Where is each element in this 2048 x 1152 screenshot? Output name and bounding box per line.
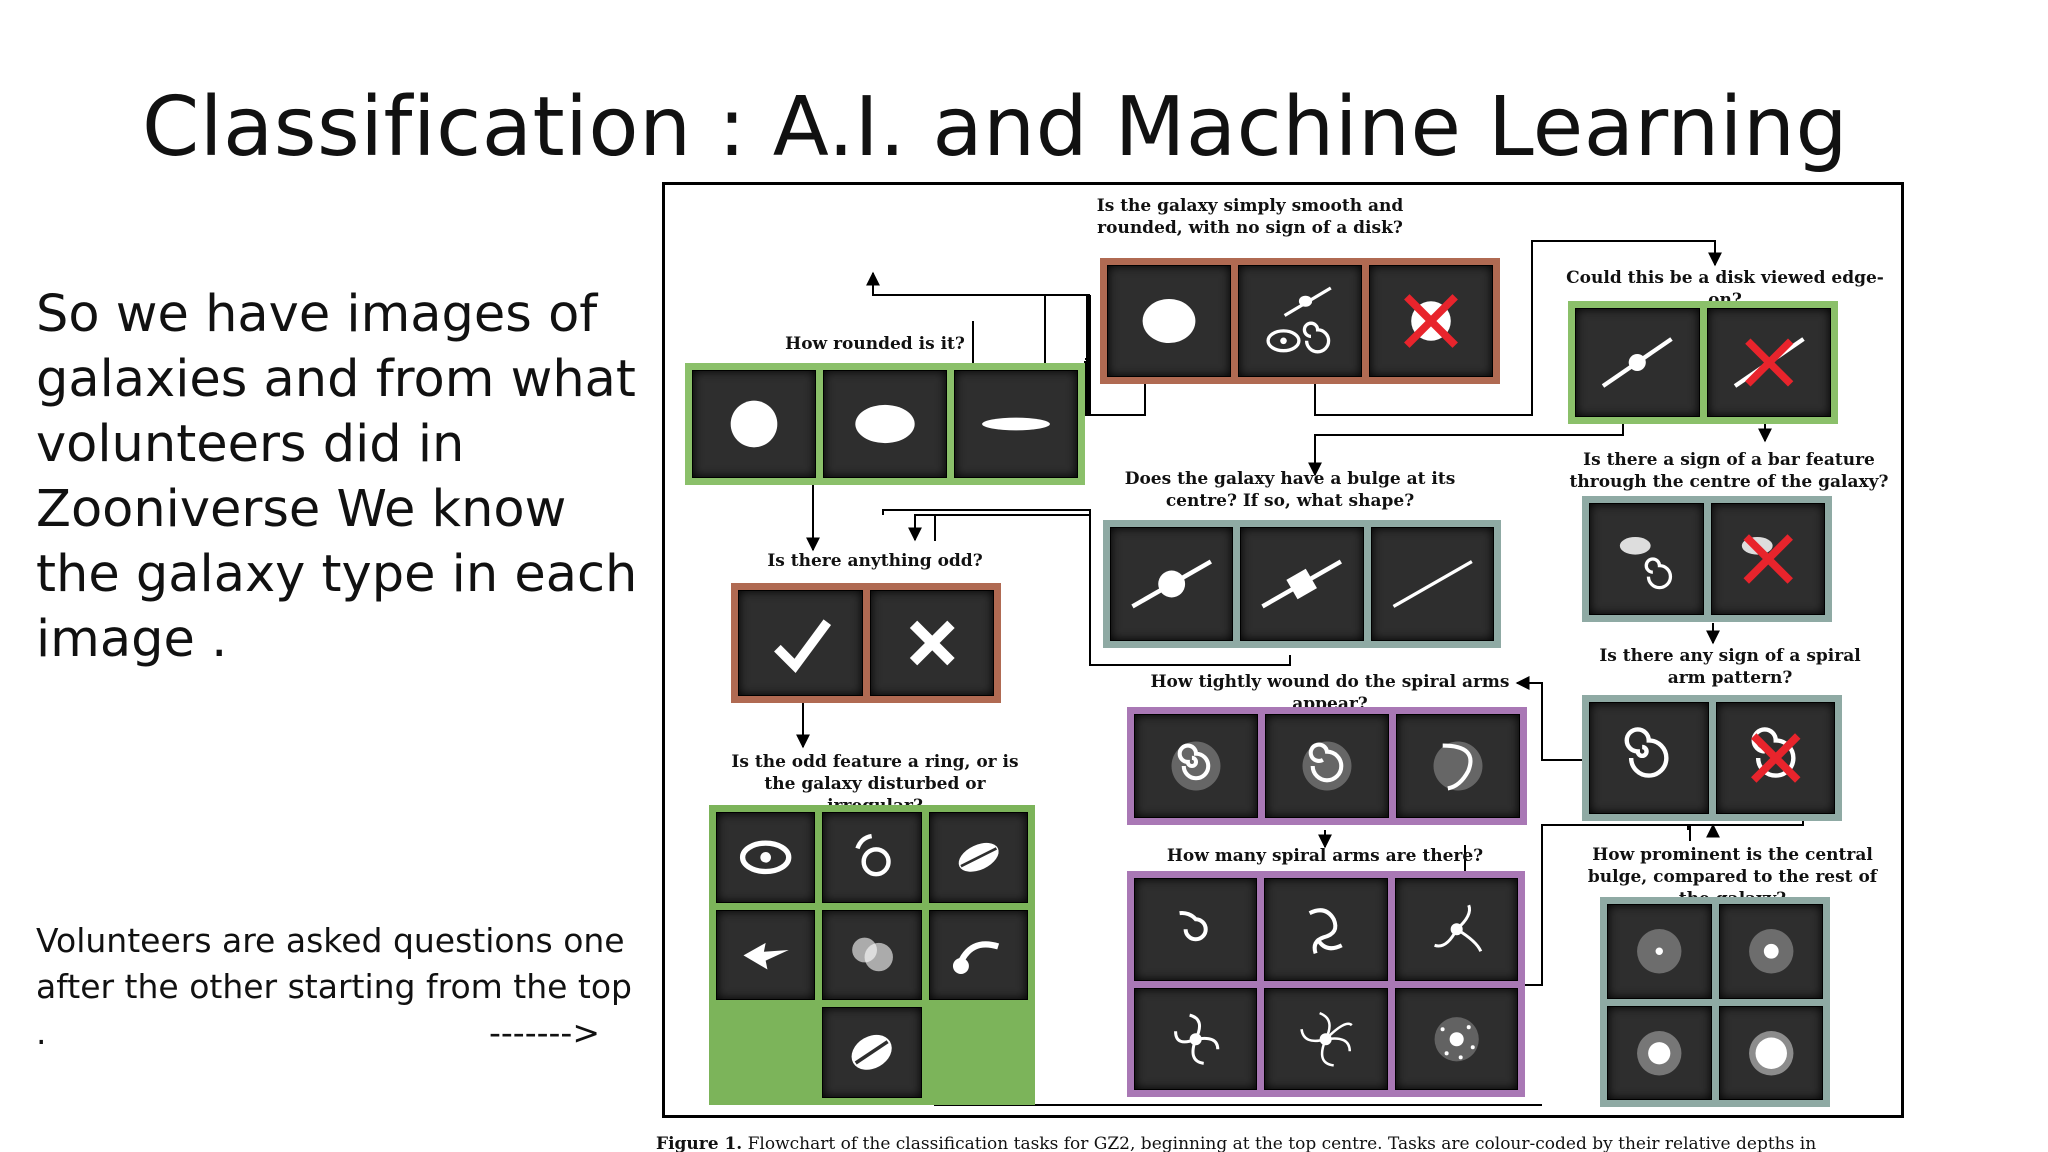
caption-text: Flowchart of the classification tasks fo… <box>748 1134 1817 1152</box>
bar-yes-tile[interactable] <box>1589 503 1704 615</box>
box-spiral <box>1582 695 1842 821</box>
arms-1-tile[interactable] <box>1134 878 1257 981</box>
odd-ring-tile[interactable] <box>716 812 815 903</box>
question-spiral: Is there any sign of a spiral arm patter… <box>1595 645 1865 689</box>
box-arms <box>1127 871 1525 1097</box>
odd-irregular-tile[interactable] <box>716 910 815 1001</box>
spiral-yes-tile[interactable] <box>1589 702 1709 814</box>
odd-lens-tile[interactable] <box>822 812 921 903</box>
box-wound <box>1127 707 1527 825</box>
bulge-none-tile[interactable] <box>1371 527 1494 641</box>
question-odd: Is there anything odd? <box>745 550 1005 572</box>
wound-loose-tile[interactable] <box>1396 714 1520 818</box>
odd-other-tile[interactable] <box>822 910 921 1001</box>
arms-cant-tell-tile[interactable] <box>1395 988 1518 1091</box>
box-odd <box>731 583 1001 703</box>
note-arrow: -------> <box>489 1010 600 1056</box>
box-odd-feature <box>709 805 1035 1105</box>
odd-feature-spacer <box>716 1007 815 1098</box>
odd-merger-tile[interactable] <box>929 910 1028 1001</box>
round-cigar-tile[interactable] <box>954 370 1078 478</box>
lead-text: So we have images of galaxies and from w… <box>36 282 656 672</box>
question-bar: Is there a sign of a bar feature through… <box>1558 449 1900 493</box>
wound-medium-tile[interactable] <box>1265 714 1389 818</box>
box-smooth <box>1100 258 1500 384</box>
flowchart-figure: Is the galaxy simply smooth and rounded,… <box>662 182 1904 1118</box>
odd-yes-tile[interactable] <box>738 590 863 696</box>
features-disk-tile[interactable] <box>1238 265 1362 377</box>
slide-title: Classification : A.I. and Machine Learni… <box>0 78 1990 178</box>
star-artifact-tile[interactable] <box>1369 265 1493 377</box>
bulge-rounded-tile[interactable] <box>1110 527 1233 641</box>
odd-dust-lane-tile[interactable] <box>822 1007 921 1098</box>
odd-feature-spacer-2 <box>929 1007 1028 1098</box>
edge-on-yes-tile[interactable] <box>1575 308 1700 417</box>
round-completely-tile[interactable] <box>692 370 816 478</box>
bulge-boxy-tile[interactable] <box>1240 527 1363 641</box>
figure-caption: Figure 1. Flowchart of the classificatio… <box>656 1134 2016 1152</box>
box-bar <box>1582 496 1832 622</box>
odd-no-tile[interactable] <box>870 590 995 696</box>
odd-disturbed-tile[interactable] <box>929 812 1028 903</box>
bulge-obvious-tile[interactable] <box>1607 1006 1712 1101</box>
question-rounded: How rounded is it? <box>765 333 985 355</box>
box-bulge-shape <box>1103 520 1501 648</box>
question-bulge-shape: Does the galaxy have a bulge at its cent… <box>1105 468 1475 512</box>
bulge-none-prominence-tile[interactable] <box>1607 904 1712 999</box>
note-text: Volunteers are asked questions one after… <box>36 918 636 1056</box>
arms-3-tile[interactable] <box>1395 878 1518 981</box>
arms-4-tile[interactable] <box>1134 988 1257 1091</box>
arms-more-than-4-tile[interactable] <box>1264 988 1387 1091</box>
bulge-noticeable-tile[interactable] <box>1719 904 1824 999</box>
round-in-between-tile[interactable] <box>823 370 947 478</box>
bar-no-tile[interactable] <box>1711 503 1826 615</box>
question-arms: How many spiral arms are there? <box>1155 845 1495 867</box>
box-edge-on <box>1568 301 1838 424</box>
bulge-dominant-tile[interactable] <box>1719 1006 1824 1101</box>
question-smooth: Is the galaxy simply smooth and rounded,… <box>1085 195 1415 239</box>
arms-2-tile[interactable] <box>1264 878 1387 981</box>
caption-label: Figure 1. <box>656 1134 742 1152</box>
smooth-galaxy-tile[interactable] <box>1107 265 1231 377</box>
spiral-no-tile[interactable] <box>1716 702 1836 814</box>
wound-tight-tile[interactable] <box>1134 714 1258 818</box>
box-prominence <box>1600 897 1830 1107</box>
edge-on-no-tile[interactable] <box>1707 308 1832 417</box>
box-rounded <box>685 363 1085 485</box>
